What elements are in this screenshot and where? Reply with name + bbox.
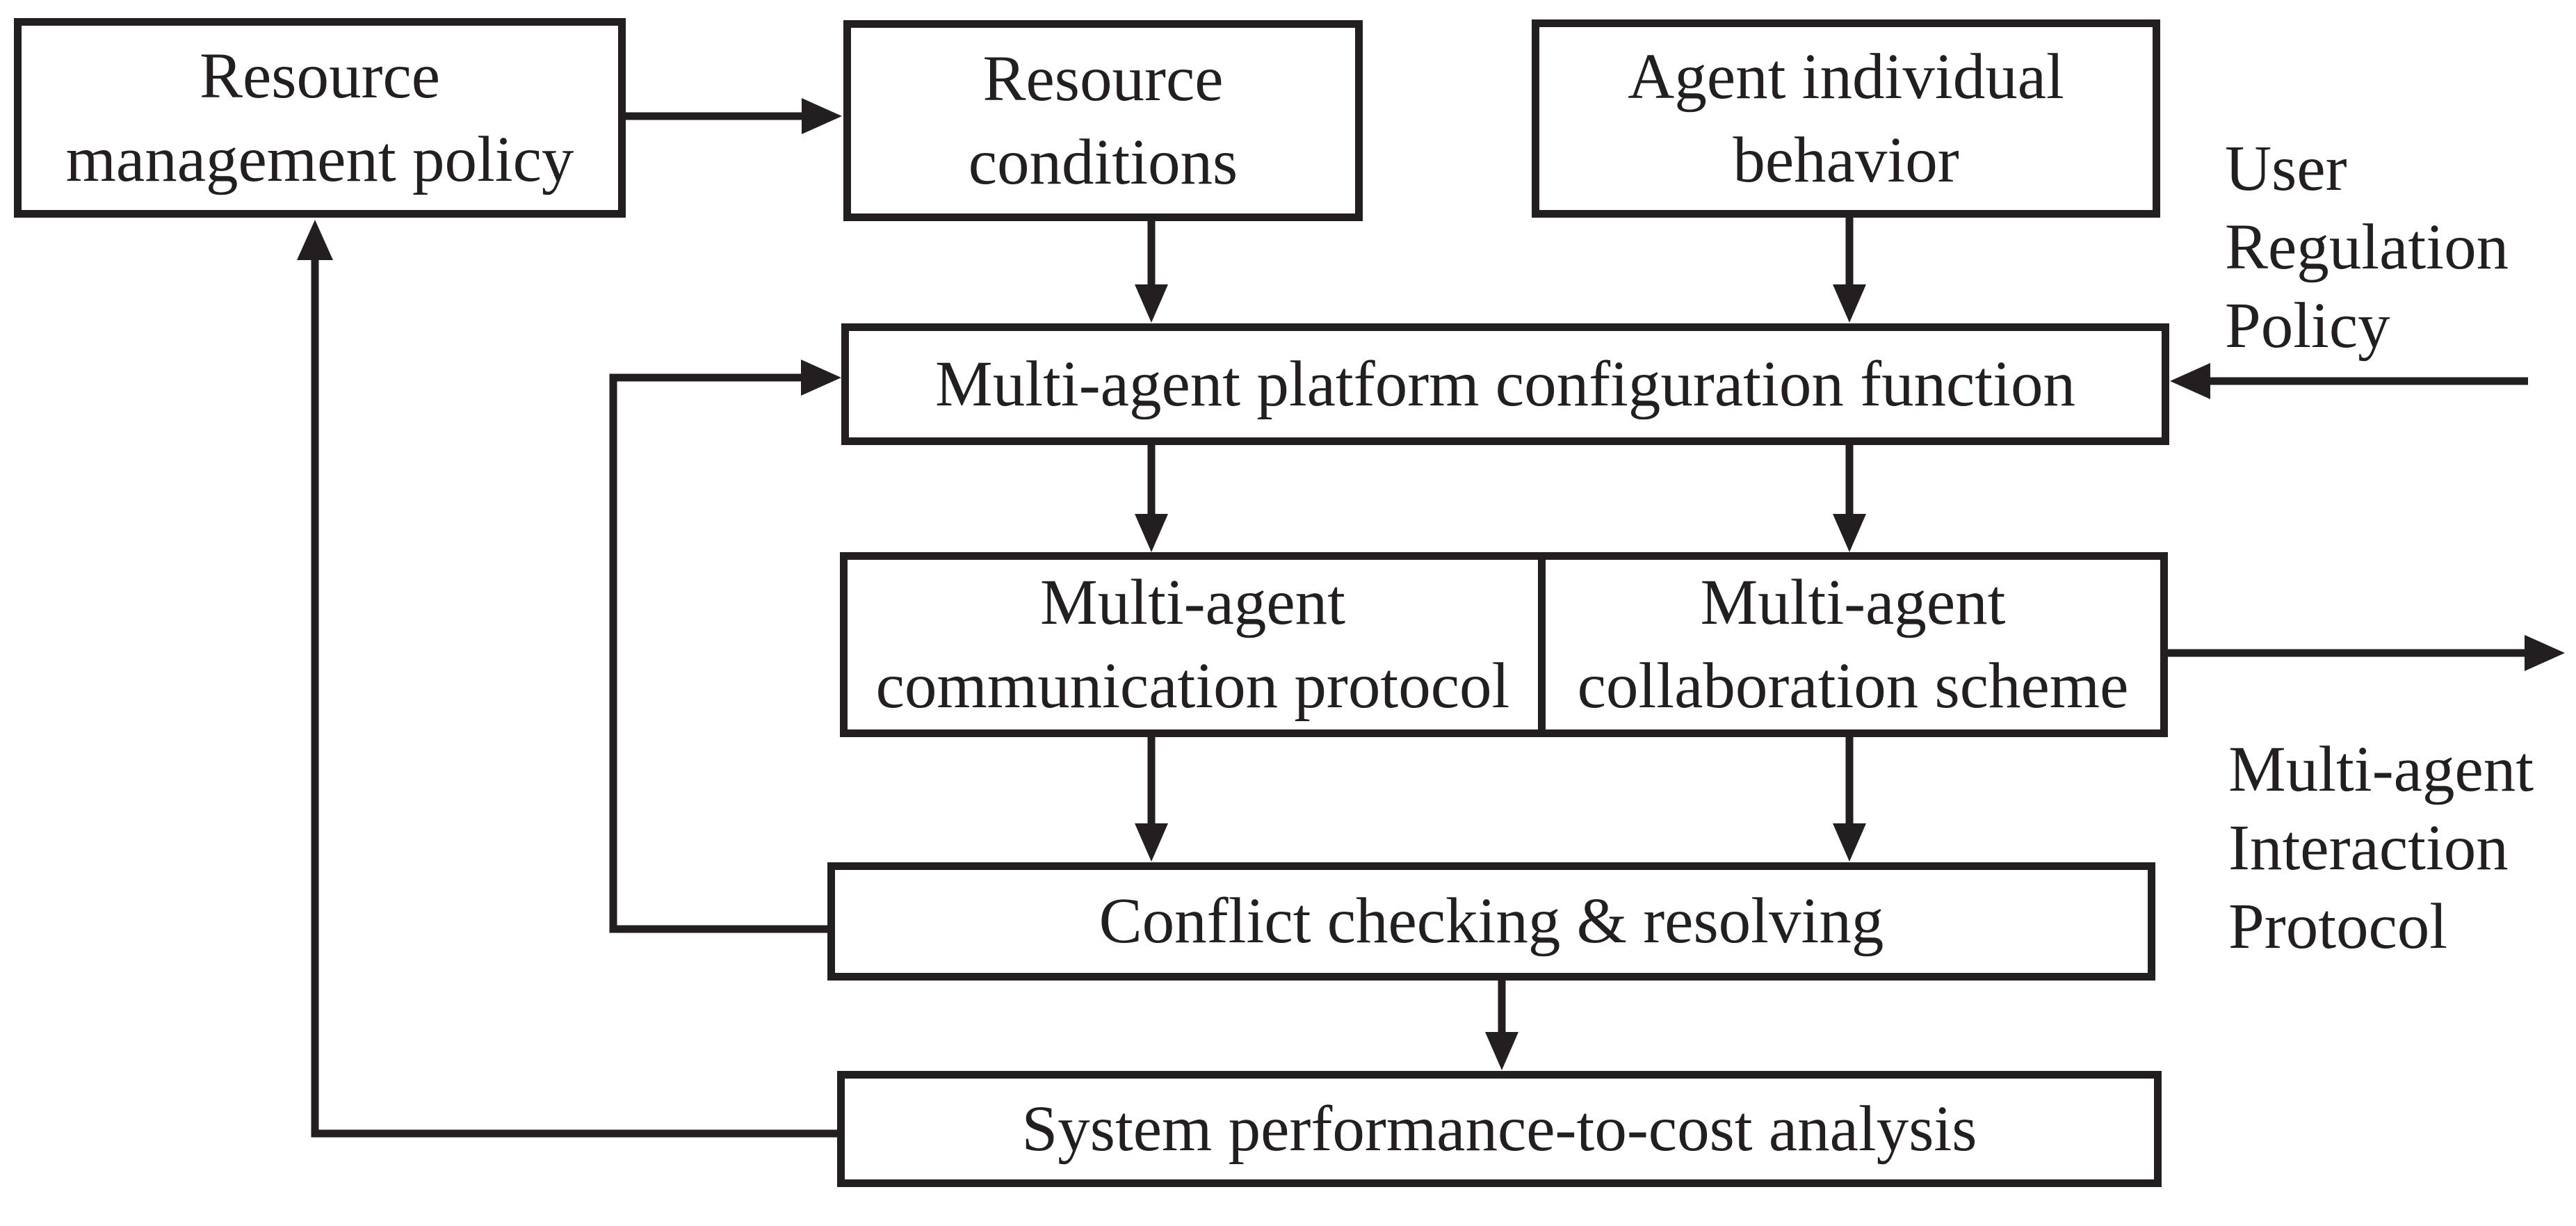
arrow-conflict-to-analysis	[1485, 979, 1518, 1070]
annotation-line: Regulation	[2225, 211, 2509, 283]
box-label-line: Multi-agent	[1700, 567, 2006, 638]
box-label-line: behavior	[1733, 124, 1959, 196]
box-shared-border	[1538, 560, 1546, 729]
label-user-regulation-policy: User Regulation Policy	[2225, 129, 2509, 365]
box-label-line: communication protocol	[875, 650, 1510, 722]
box-multi-agent-communication-protocol: Multi-agent communication protocol	[848, 560, 1538, 729]
box-label-line: System performance-to-cost analysis	[1021, 1092, 1977, 1165]
arrow-collaboration-to-conflict	[1833, 736, 1866, 862]
arrow-communication-to-conflict	[1135, 736, 1168, 862]
annotation-line: Policy	[2225, 290, 2390, 362]
arrow-management-to-conditions	[622, 98, 842, 134]
arrow-platform-to-communication	[1135, 444, 1168, 552]
box-conflict-checking-resolving: Conflict checking & resolving	[827, 862, 2155, 981]
annotation-line: Multi-agent	[2228, 734, 2534, 805]
box-label-line: Multi-agent platform configuration funct…	[935, 348, 2075, 420]
box-label-line: management policy	[65, 123, 574, 195]
label-multi-agent-interaction-protocol: Multi-agent Interaction Protocol	[2228, 730, 2534, 966]
annotation-line: Protocol	[2228, 891, 2448, 962]
box-label-line: Conflict checking & resolving	[1099, 885, 1884, 957]
feedback-analysis-to-management	[297, 220, 841, 1138]
box-multi-agent-collaboration-scheme: Multi-agent collaboration scheme	[1546, 560, 2160, 729]
arrow-collaboration-to-interaction-output	[2166, 635, 2565, 671]
box-protocol-scheme-group: Multi-agent communication protocol Multi…	[840, 552, 2168, 737]
box-label-line: collaboration scheme	[1577, 650, 2129, 722]
arrow-conditions-to-platform	[1135, 219, 1168, 323]
box-label-line: Multi-agent	[1039, 567, 1346, 638]
arrow-behavior-to-platform	[1833, 216, 1866, 323]
box-agent-individual-behavior: Agent individual behavior	[1532, 19, 2160, 218]
box-label-line: Resource	[982, 42, 1224, 115]
box-label-line: conditions	[968, 126, 1238, 198]
feedback-conflict-to-platform	[609, 360, 841, 933]
box-label-line: Agent individual	[1628, 40, 2064, 113]
arrow-platform-to-collaboration	[1833, 444, 1866, 552]
box-system-performance-to-cost-analysis: System performance-to-cost analysis	[837, 1071, 2162, 1187]
box-label-line: Resource	[199, 40, 441, 112]
annotation-line: User	[2225, 133, 2347, 204]
annotation-line: Interaction	[2228, 812, 2509, 884]
box-platform-configuration-function: Multi-agent platform configuration funct…	[841, 323, 2169, 445]
arrow-user-policy-to-platform	[2170, 363, 2528, 399]
box-resource-conditions: Resource conditions	[843, 20, 1363, 221]
box-resource-management-policy: Resource management policy	[14, 18, 626, 218]
